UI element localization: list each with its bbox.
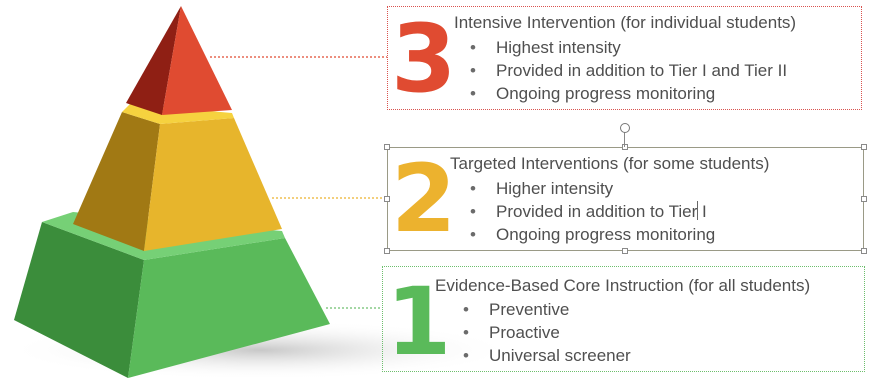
resize-handle-middle-right[interactable]: [861, 196, 867, 202]
pyramid-tier1-front: [128, 238, 330, 378]
tier3-textbox[interactable]: 3 Intensive Intervention (for individual…: [387, 6, 862, 110]
list-item: •Provided in addition to Tier I and Tier…: [470, 61, 788, 80]
rotate-handle-icon[interactable]: [620, 123, 630, 133]
tier2-bullet-list: •Higher intensity •Provided in addition …: [470, 177, 715, 246]
resize-handle-middle-left[interactable]: [384, 196, 390, 202]
bullet-icon: •: [470, 61, 476, 80]
bullet-icon: •: [470, 84, 476, 103]
list-item: •Ongoing progress monitoring: [470, 84, 716, 103]
list-item: •Highest intensity: [470, 38, 621, 57]
tier1-bullet-list: •Preventive •Proactive •Universal screen…: [463, 298, 631, 367]
pyramid-tier1-left: [14, 222, 144, 378]
pyramid-tier2-front: [144, 118, 282, 251]
pyramid-tier2-left: [73, 112, 160, 251]
resize-handle-top-center[interactable]: [622, 144, 628, 150]
bullet-icon: •: [463, 323, 469, 342]
bullet-icon: •: [470, 179, 476, 198]
tier2-textbox[interactable]: 2 Targeted Interventions (for some stude…: [387, 147, 864, 251]
resize-handle-top-right[interactable]: [861, 144, 867, 150]
tier1-number: 1: [386, 268, 452, 377]
pyramid-tier3-front: [162, 6, 232, 115]
list-item: •Provided in addition to Tier I: [470, 202, 707, 221]
bullet-icon: •: [463, 300, 469, 319]
bullet-icon: •: [470, 225, 476, 244]
tier3-bullet-list: •Highest intensity •Provided in addition…: [470, 36, 787, 105]
list-item: •Proactive: [463, 323, 560, 342]
bullet-icon: •: [463, 346, 469, 365]
list-item: •Universal screener: [463, 346, 631, 365]
resize-handle-bottom-center[interactable]: [622, 248, 628, 254]
text-cursor: [697, 201, 698, 220]
list-item: •Ongoing progress monitoring: [470, 225, 716, 244]
tier1-textbox[interactable]: 1 Evidence-Based Core Instruction (for a…: [382, 266, 865, 372]
rotate-handle-stem: [624, 131, 625, 147]
resize-handle-bottom-right[interactable]: [861, 248, 867, 254]
tier3-number: 3: [391, 5, 457, 114]
tier2-number: 2: [391, 145, 457, 254]
tier1-title: Evidence-Based Core Instruction (for all…: [435, 276, 811, 295]
bullet-icon: •: [470, 202, 476, 221]
resize-handle-top-left[interactable]: [384, 144, 390, 150]
bullet-icon: •: [470, 38, 476, 57]
tier2-title: Targeted Interventions (for some student…: [450, 154, 770, 173]
tier3-title: Intensive Intervention (for individual s…: [454, 13, 797, 32]
pyramid-tier3-left: [126, 6, 181, 115]
list-item: •Preventive: [463, 300, 570, 319]
list-item: •Higher intensity: [470, 179, 614, 198]
resize-handle-bottom-left[interactable]: [384, 248, 390, 254]
